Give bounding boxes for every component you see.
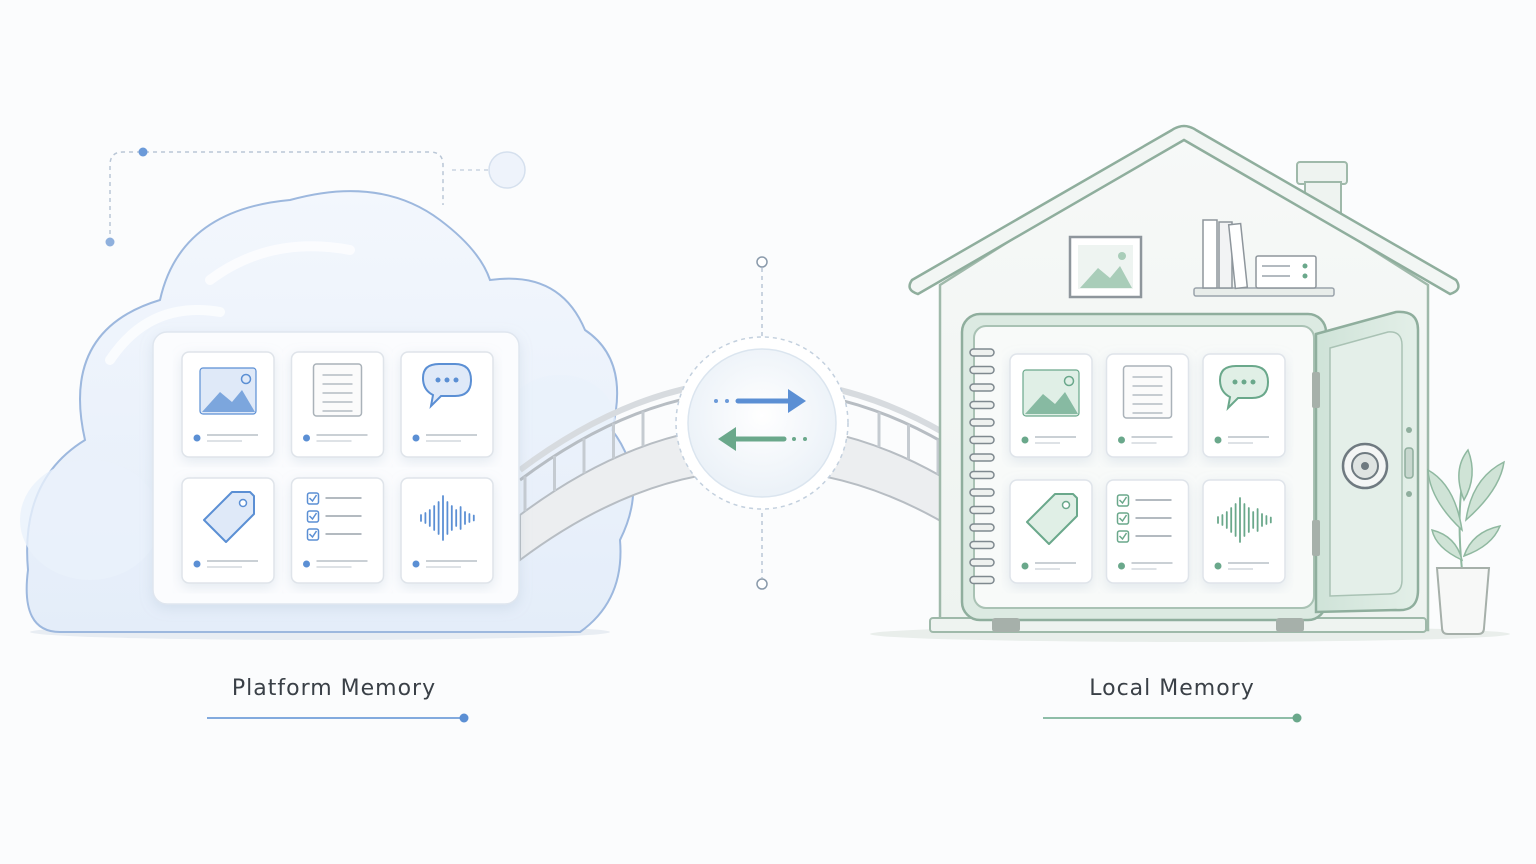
binder-ring — [969, 348, 995, 357]
image-icon — [199, 367, 257, 415]
checklist-icon — [1116, 494, 1172, 543]
framed-picture-icon — [1068, 235, 1143, 299]
binder-ring — [969, 365, 995, 375]
platform-memory-tile — [290, 351, 385, 458]
document-icon — [1122, 365, 1173, 419]
audio-waveform-icon — [1217, 497, 1272, 543]
local-memory-tile — [1202, 353, 1286, 458]
local-memory-tile — [1105, 479, 1190, 584]
platform-memory-tile — [400, 351, 494, 458]
platform-memory-tile — [181, 351, 275, 458]
binder-rings — [969, 348, 995, 585]
cloud-puff — [20, 460, 160, 580]
local-memory-label: Local Memory — [1089, 676, 1255, 701]
binder-ring — [969, 523, 995, 532]
binder-ring — [969, 505, 995, 515]
binder-ring — [969, 540, 995, 550]
platform-memory-tiles — [181, 351, 494, 584]
local-memory-tile — [1202, 479, 1286, 584]
binder-ring — [969, 418, 995, 427]
binder-ring — [969, 400, 995, 410]
caption-underline-left — [207, 713, 469, 723]
image-icon — [1022, 369, 1080, 417]
binder-ring — [969, 558, 995, 567]
chat-bubble-icon — [421, 363, 473, 409]
local-memory-tile — [1009, 479, 1093, 584]
local-memory-tile — [1105, 353, 1190, 458]
cloud-puff — [505, 375, 615, 465]
platform-memory-tile — [290, 477, 385, 584]
vault-door — [1312, 310, 1420, 614]
arrow-right-icon — [714, 389, 806, 413]
local-memory-tile — [1009, 353, 1093, 458]
chat-bubble-icon — [1218, 365, 1270, 411]
caption-underline-right — [1043, 713, 1302, 723]
binder-ring — [969, 435, 995, 445]
binder-ring — [969, 383, 995, 392]
arrow-left-icon — [718, 427, 807, 451]
tag-icon — [1026, 493, 1078, 545]
storage-box-icon — [1255, 255, 1317, 289]
dashed-connector — [105, 147, 526, 247]
audio-waveform-icon — [420, 495, 475, 541]
cloud-highlight — [205, 241, 355, 285]
potted-plant-icon — [1427, 448, 1505, 635]
checklist-icon — [306, 492, 362, 541]
platform-memory-tile — [400, 477, 494, 584]
binder-ring — [969, 470, 995, 480]
book-icon — [1227, 222, 1249, 290]
cloud-highlight — [105, 305, 225, 365]
platform-memory-label: Platform Memory — [231, 676, 437, 701]
sync-hub — [675, 256, 849, 590]
local-memory-tiles — [1009, 353, 1286, 584]
combination-dial-icon — [1341, 442, 1389, 490]
platform-memory-tile — [181, 477, 275, 584]
binder-ring — [969, 488, 995, 497]
binder-ring — [969, 453, 995, 462]
binder-ring — [969, 575, 995, 585]
shelf — [1193, 219, 1335, 297]
tag-icon — [203, 491, 255, 543]
book-icon — [1202, 219, 1218, 289]
document-icon — [312, 363, 363, 417]
